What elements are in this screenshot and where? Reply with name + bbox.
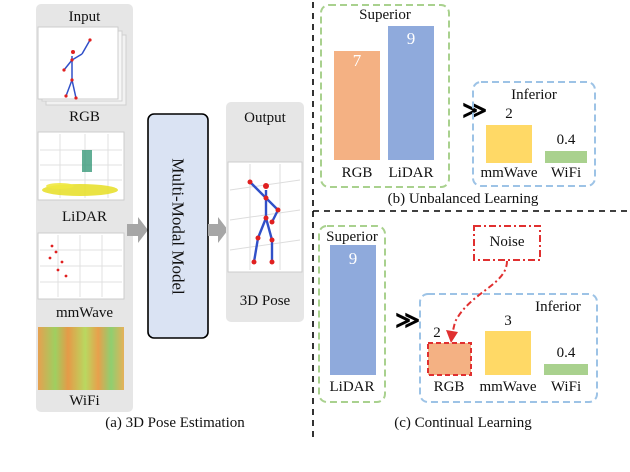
output-caption: 3D Pose	[239, 293, 291, 309]
bar-label-rgb-c: RGB	[433, 379, 465, 395]
modality-label-mmwave: mmWave	[55, 305, 114, 321]
bar-label-mmwave-c: mmWave	[479, 379, 537, 395]
bar-rgb-c	[427, 342, 472, 376]
superior-group-box-b	[320, 4, 450, 188]
wifi-spectrogram-image	[38, 327, 124, 390]
noise-label: Noise	[489, 234, 525, 250]
bar-value-mmwave-b: 2	[505, 106, 513, 122]
bar-mmwave-b	[486, 125, 532, 163]
superior-group-box-c	[318, 225, 386, 403]
bar-value-rgb-c: 2	[433, 325, 441, 341]
model-label: Multi-Modal Model	[168, 157, 188, 295]
bar-label-lidar-b: LiDAR	[388, 165, 434, 181]
inferior-label-b: Inferior	[511, 87, 557, 103]
input-label: Input	[68, 9, 101, 25]
double-chevron-icon: ≫	[395, 308, 420, 334]
bar-wifi-b	[545, 151, 587, 163]
input-column-background	[36, 4, 133, 412]
bar-lidar-c	[330, 245, 376, 375]
inferior-label-c: Inferior	[535, 299, 581, 315]
bar-label-rgb-b: RGB	[341, 165, 373, 181]
bar-label-wifi-c: WiFi	[550, 379, 582, 395]
bar-value-lidar-c: 9	[348, 249, 358, 268]
modality-label-lidar: LiDAR	[62, 209, 107, 225]
bar-lidar-b	[388, 26, 434, 160]
noise-arrowhead-icon	[446, 330, 458, 343]
bar-value-wifi-b: 0.4	[556, 132, 576, 148]
lidar-point-cloud-image	[37, 131, 125, 201]
caption-c: (c) Continual Learning	[394, 415, 532, 431]
double-chevron-icon: ≫	[462, 98, 487, 124]
superior-label-b: Superior	[359, 7, 411, 23]
rgb-skeleton-image	[62, 38, 92, 100]
bar-label-wifi-b: WiFi	[550, 165, 582, 181]
caption-b: (b) Unbalanced Learning	[387, 191, 539, 207]
model-label-wrapper: Multi-Modal Model	[148, 114, 208, 338]
arrow-input-to-model	[127, 217, 148, 243]
noise-box	[473, 225, 541, 261]
output-label: Output	[244, 110, 286, 126]
inferior-group-box-c	[419, 293, 598, 403]
bar-label-mmwave-b: mmWave	[480, 165, 538, 181]
superior-label-c: Superior	[326, 229, 378, 245]
bar-value-mmwave-c: 3	[504, 313, 512, 329]
output-3d-pose-image	[227, 161, 303, 273]
bar-label-lidar-c: LiDAR	[329, 379, 375, 395]
modality-label-wifi: WiFi	[69, 393, 100, 409]
noise-arrow	[451, 260, 508, 336]
bar-wifi-c	[544, 364, 588, 375]
caption-a: (a) 3D Pose Estimation	[105, 415, 245, 431]
arrow-model-to-output	[208, 217, 228, 243]
bar-value-rgb-b: 7	[352, 51, 362, 70]
modality-label-rgb: RGB	[69, 109, 100, 125]
mmwave-point-cloud-image	[37, 232, 125, 300]
bar-rgb-b	[334, 51, 380, 160]
bar-value-lidar-b: 9	[406, 29, 416, 48]
rgb-frame	[37, 26, 119, 100]
bar-mmwave-c	[485, 331, 531, 375]
bar-value-wifi-c: 0.4	[556, 345, 576, 361]
